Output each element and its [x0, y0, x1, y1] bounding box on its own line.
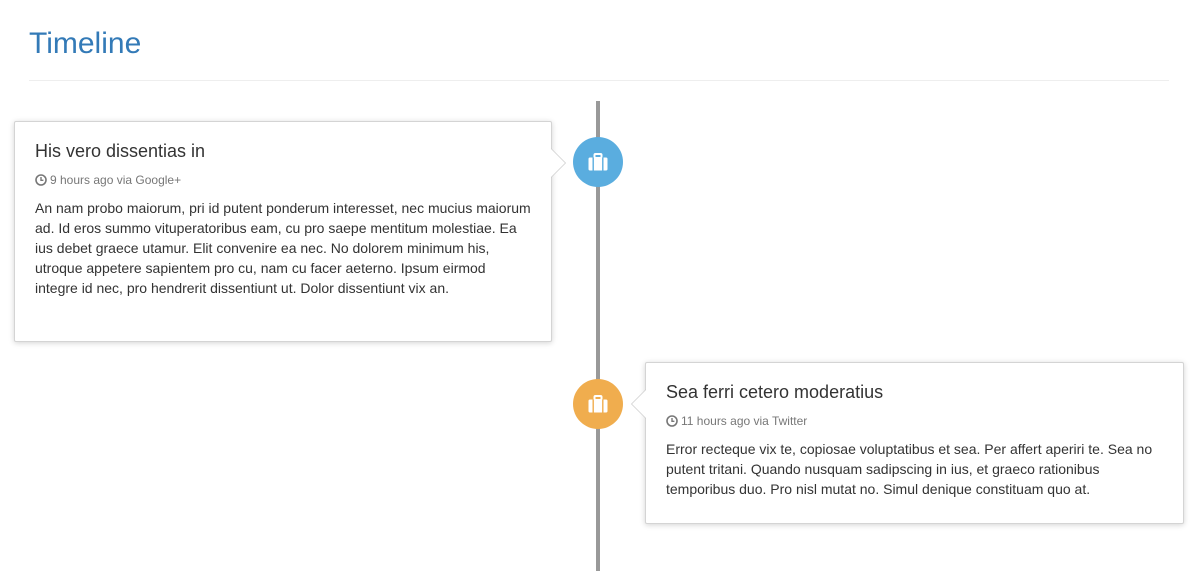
- timeline-badge: [573, 379, 623, 429]
- timeline-panel: His vero dissentias in 9 hours ago via G…: [14, 121, 566, 342]
- briefcase-icon: [588, 153, 608, 171]
- panel-title: His vero dissentias in: [35, 141, 206, 161]
- title-divider: [29, 80, 1169, 81]
- panel-meta-text: 11 hours ago via Twitter: [681, 414, 808, 428]
- panel-meta: 9 hours ago via Google+: [35, 172, 531, 188]
- timeline-axis: [596, 101, 600, 571]
- panel-meta: 11 hours ago via Twitter: [666, 413, 1163, 429]
- clock-icon: [35, 174, 47, 186]
- panel-body: An nam probo maiorum, pri id putent pond…: [35, 200, 531, 296]
- panel-title: Sea ferri cetero moderatius: [666, 382, 884, 402]
- timeline-badge: [573, 137, 623, 187]
- panel-body: Error recteque vix te, copiosae voluptat…: [666, 441, 1153, 497]
- timeline-panel: Sea ferri cetero moderatius 11 hours ago…: [631, 362, 1184, 524]
- briefcase-icon: [588, 395, 608, 413]
- page-title: Timeline: [29, 27, 142, 60]
- clock-icon: [666, 415, 678, 427]
- panel-meta-text: 9 hours ago via Google+: [50, 173, 182, 187]
